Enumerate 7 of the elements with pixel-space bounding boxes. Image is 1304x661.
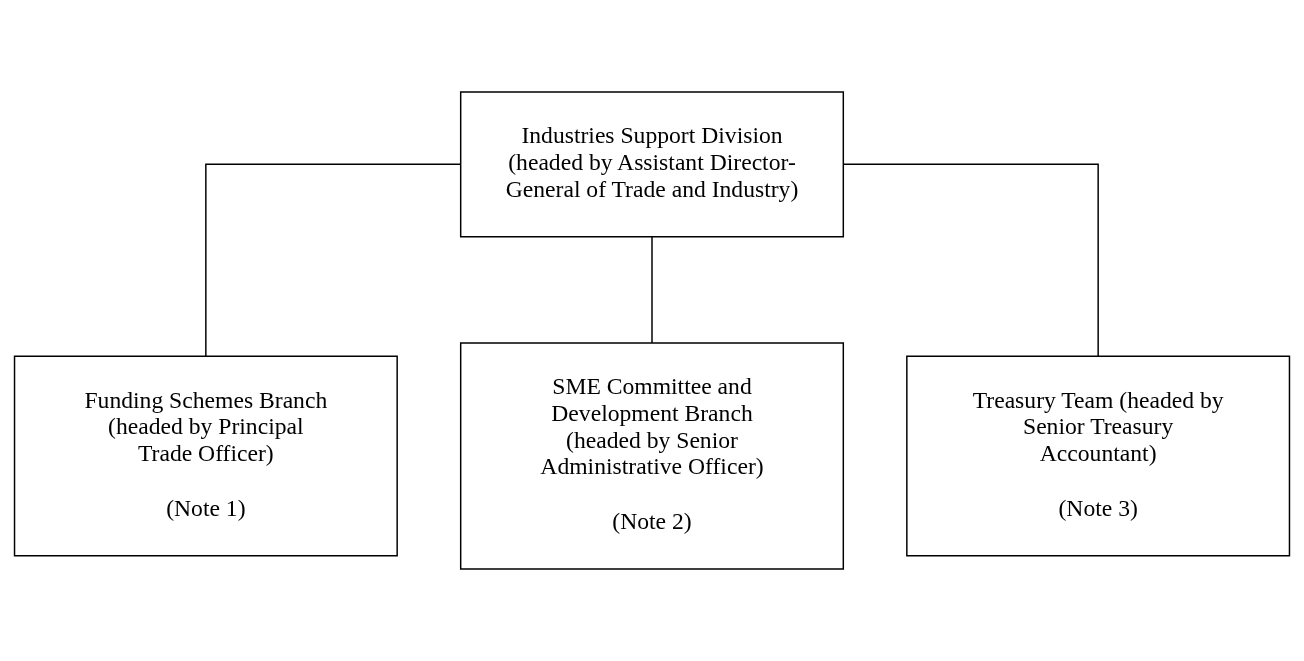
- connector: [205, 163, 461, 357]
- connector: [843, 163, 1099, 357]
- node-box: Treasury Team (headed by Senior Treasury Accountant) (Note 3): [906, 355, 1291, 557]
- connector: [651, 236, 653, 344]
- node-box: Industries Support Division (headed by Assistant Director-General of Trade and Industry): [459, 91, 845, 238]
- node-box: SME Committee and Development Branch (headed by Senior Administrative Officer) (Note 2): [459, 342, 845, 570]
- node-box: Funding Schemes Branch (headed by Principal Trade Officer) (Note 1): [13, 355, 398, 557]
